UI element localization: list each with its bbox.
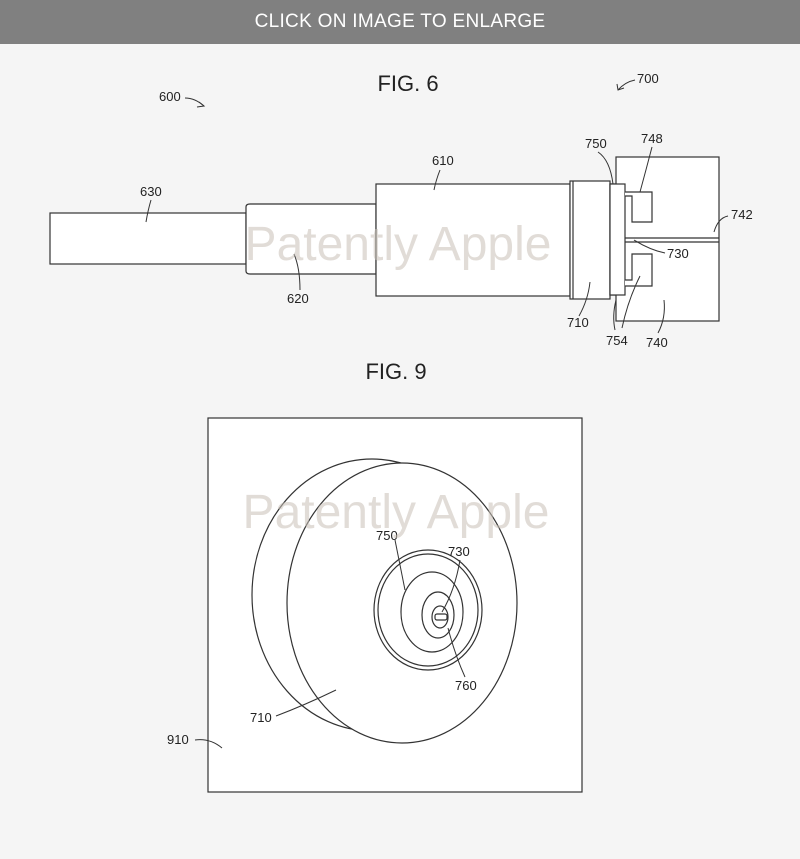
fig6-ref-740: 740 bbox=[646, 335, 668, 350]
enlarge-banner[interactable]: CLICK ON IMAGE TO ENLARGE bbox=[0, 0, 800, 44]
watermark-top: Patently Apple bbox=[245, 218, 552, 271]
fig9-contact bbox=[431, 605, 449, 629]
fig6-ref-750: 750 bbox=[585, 136, 607, 151]
fig6-ref-600: 600 bbox=[159, 89, 181, 104]
fig6-receptacle bbox=[615, 156, 720, 322]
patent-figure[interactable]: FIG. 6 6 bbox=[0, 44, 800, 859]
fig6-connector bbox=[569, 180, 611, 300]
fig9-face-ring-inner bbox=[400, 571, 464, 653]
fig9-contact-pin bbox=[434, 613, 448, 621]
fig6-contact-lower bbox=[625, 253, 653, 287]
fig6-ref-710: 710 bbox=[567, 315, 589, 330]
fig6-ref-748: 748 bbox=[641, 131, 663, 146]
fig9-title: FIG. 9 bbox=[365, 359, 426, 384]
fig6-ref-620: 620 bbox=[287, 291, 309, 306]
fig9-ref-750: 750 bbox=[376, 528, 398, 543]
fig6-title: FIG. 6 bbox=[377, 71, 438, 96]
watermark-bottom: Patently Apple bbox=[243, 486, 550, 539]
fig6-ref-610: 610 bbox=[432, 153, 454, 168]
fig9-ref-710: 710 bbox=[250, 710, 272, 725]
fig6-ref-700: 700 bbox=[637, 71, 659, 86]
fig6-ref-630: 630 bbox=[140, 184, 162, 199]
fig6-cable bbox=[49, 212, 247, 265]
fig6-diagram: FIG. 6 6 bbox=[49, 71, 753, 350]
fig6-ref-754: 754 bbox=[606, 333, 628, 348]
fig9-face-ring-outer bbox=[373, 549, 483, 671]
fig9-diagram: FIG. 9 750 730 760 710 910 bbox=[167, 359, 583, 793]
fig6-ref-742: 742 bbox=[731, 207, 753, 222]
fig9-ref-760: 760 bbox=[455, 678, 477, 693]
fig9-ref-910: 910 bbox=[167, 732, 189, 747]
fig9-ref-730: 730 bbox=[448, 544, 470, 559]
fig6-housing bbox=[375, 183, 571, 297]
fig6-contact-upper bbox=[625, 191, 653, 223]
fig6-ref-730: 730 bbox=[667, 246, 689, 261]
